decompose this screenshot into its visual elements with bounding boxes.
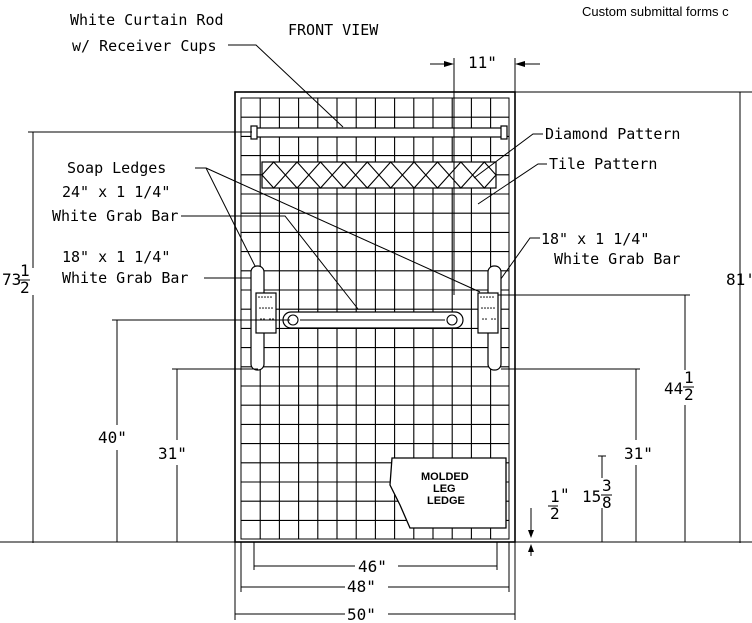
- soap-ledge-speckle: [493, 307, 495, 309]
- diamond-tile: [284, 161, 310, 189]
- soap-ledge-speckle: [485, 318, 487, 320]
- curtain-rod-label-line2: w/ Receiver Cups: [72, 37, 217, 55]
- dim-threshold-den: 2: [550, 504, 560, 523]
- dim-ledge-height-den: 8: [602, 493, 612, 512]
- soap-ledge-speckle: [270, 296, 272, 298]
- soap-ledge-left: [255, 292, 277, 334]
- soap-ledge-speckle: [490, 307, 492, 309]
- soap-ledge-right: [477, 292, 499, 334]
- dim-threshold-arrow-top: [528, 530, 534, 538]
- soap-ledge-speckle: [260, 318, 262, 320]
- dim-threshold-mark: ": [560, 485, 570, 504]
- soap-ledge-speckle: [484, 307, 486, 309]
- dim-threshold-num: 1: [550, 487, 560, 506]
- dim-rod-height-den: 2: [20, 278, 30, 297]
- soap-ledge-speckle: [267, 296, 269, 298]
- dim-rod-height-whole: 73: [2, 270, 21, 289]
- grab-bar-24-flange-right: [446, 314, 458, 326]
- dim-right-grab-num: 1: [684, 368, 694, 387]
- dim-right-grab-31: 31": [624, 444, 653, 463]
- grab-bar-18-left-size: 18" x 1 1/4": [62, 248, 170, 266]
- soap-ledges-label: Soap Ledges: [67, 159, 166, 177]
- diamond-tile: [401, 161, 427, 189]
- tile-pattern-leader: [477, 163, 547, 205]
- curtain-rod-leader: [228, 44, 344, 128]
- dim-top-offset: 11": [468, 53, 497, 72]
- soap-ledge-speckle: [489, 296, 491, 298]
- soap-ledge-speckle: [481, 307, 483, 309]
- soap-ledge-speckle: [264, 296, 266, 298]
- grab-bar-18-right-label: White Grab Bar: [554, 250, 680, 268]
- soap-ledge-leader-left: [195, 167, 264, 283]
- soap-ledge-speckle: [491, 318, 493, 320]
- soap-ledge-speckle: [486, 296, 488, 298]
- diamond-pattern-leader: [473, 133, 543, 179]
- soap-ledge-speckle: [262, 307, 264, 309]
- leg-ledge-label-line1: MOLDED: [421, 471, 469, 483]
- dim-right-grab-den: 2: [684, 385, 694, 404]
- dim-ledge-height-num: 3: [602, 476, 612, 495]
- dim-width-mid: 48": [347, 577, 376, 596]
- diamond-tile: [448, 161, 474, 189]
- dim-rod-height-num: 1: [20, 261, 30, 280]
- dim-width-outer: 50": [347, 605, 376, 623]
- soap-ledge-speckle: [265, 307, 267, 309]
- dim-right-grab-whole: 44: [664, 379, 683, 398]
- view-title: FRONT VIEW: [288, 21, 379, 39]
- leg-ledge-label-line3: LEDGE: [427, 495, 465, 507]
- soap-ledge-speckle: [492, 296, 494, 298]
- soap-ledge-speckle: [263, 318, 265, 320]
- dim-width-inner: 46": [358, 557, 387, 576]
- dim-left-grab-40: 40": [98, 428, 127, 447]
- grab-bar-24-leader: [181, 215, 359, 310]
- diamond-tile: [331, 161, 357, 189]
- dim-ledge-height-whole: 15: [582, 487, 601, 506]
- dim-11-arrowhead-right: [515, 61, 525, 67]
- diamond-tile: [308, 161, 333, 189]
- soap-ledge-speckle: [268, 307, 270, 309]
- soap-ledge-speckle: [494, 318, 496, 320]
- dim-left-grab-31: 31": [158, 444, 187, 463]
- molded-leg-ledge: [389, 457, 507, 529]
- diamond-tile: [471, 161, 497, 189]
- diamond-tile: [261, 161, 287, 189]
- dim-11-arrowhead-left: [444, 61, 454, 67]
- soap-ledge-speckle: [487, 307, 489, 309]
- grab-bar-24-size: 24" x 1 1/4": [62, 183, 170, 201]
- soap-ledge-leader-right: [205, 167, 481, 293]
- soap-ledge-speckle: [259, 307, 261, 309]
- soap-ledge-speckle: [269, 318, 271, 320]
- grab-bar-18-right-leader: [497, 237, 540, 284]
- soap-ledge-speckle: [258, 296, 260, 298]
- diamond-tile: [354, 161, 380, 189]
- dim-threshold-arrow-bottom: [528, 544, 534, 552]
- diamond-pattern: [261, 161, 497, 189]
- submittal-note: Custom submittal forms c: [582, 4, 729, 19]
- soap-ledge-texture: [258, 296, 496, 320]
- soap-ledge-speckle: [271, 307, 273, 309]
- diamond-pattern-label: Diamond Pattern: [545, 125, 680, 143]
- curtain-rod-label-line1: White Curtain Rod: [70, 11, 224, 29]
- soap-ledge-speckle: [480, 296, 482, 298]
- tile-pattern-label: Tile Pattern: [549, 155, 657, 173]
- soap-ledge-speckle: [483, 296, 485, 298]
- grab-bar-24-label: White Grab Bar: [52, 207, 178, 225]
- receiver-cup-right: [500, 125, 508, 140]
- grab-bar-18-right-size: 18" x 1 1/4": [541, 230, 649, 248]
- soap-ledge-speckle: [482, 318, 484, 320]
- soap-ledge-speckle: [272, 318, 274, 320]
- diamond-tile: [425, 161, 450, 189]
- diamond-tile: [378, 161, 404, 189]
- leg-ledge-label-line2: LEG: [433, 483, 456, 495]
- curtain-rod: [254, 127, 504, 138]
- dim-overall-height: 81': [726, 270, 752, 289]
- soap-ledge-speckle: [261, 296, 263, 298]
- grab-bar-18-left-label: White Grab Bar: [62, 269, 188, 287]
